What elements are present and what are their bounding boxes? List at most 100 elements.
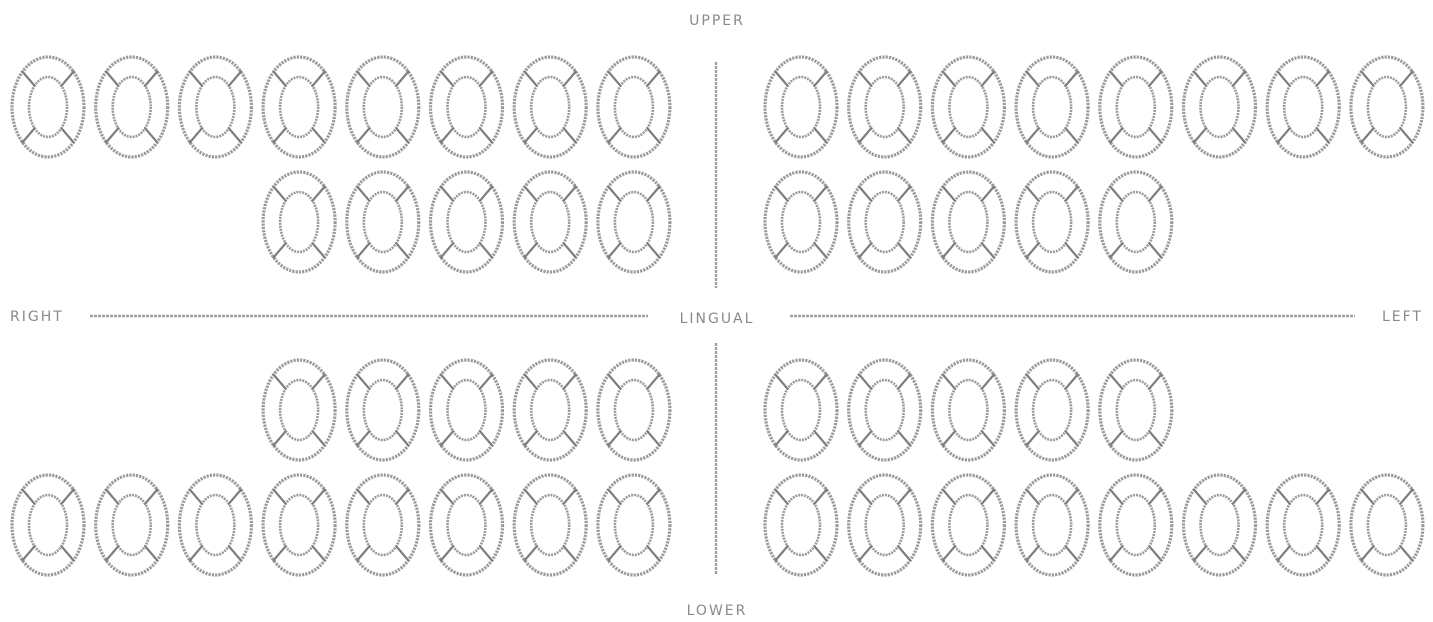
upper-right-row2-tooth-3[interactable] [428, 170, 505, 274]
tooth-outer-ring [1265, 473, 1341, 577]
lower-right-row2-tooth-3[interactable] [177, 473, 253, 577]
upper-right-row2-tooth-1[interactable] [261, 170, 337, 274]
lower-right-row2-tooth-5[interactable] [345, 473, 421, 577]
lower-left-row2-tooth-5[interactable] [1098, 473, 1174, 577]
upper-right-row1-tooth-3[interactable] [177, 55, 253, 159]
upper-right-row2-tooth-2[interactable] [345, 170, 421, 274]
upper-right-row1-tooth-2[interactable] [94, 55, 170, 159]
lower-right-row1-tooth-3[interactable] [428, 358, 505, 462]
tooth-surface-divider [272, 127, 287, 144]
tooth-outer-ring [596, 358, 672, 462]
upper-left-row2-tooth-2[interactable] [847, 170, 923, 274]
lower-right-row2-tooth-1[interactable] [10, 473, 86, 577]
tooth-occlusal-surface [529, 75, 571, 139]
lower-right-row1-tooth-4[interactable] [512, 358, 588, 462]
lower-right-row2-tooth-2[interactable] [94, 473, 170, 577]
lower-left-row1-tooth-4[interactable] [1014, 358, 1090, 462]
upper-left-row1-tooth-4[interactable] [1014, 55, 1090, 159]
tooth-surface-divider [896, 488, 912, 505]
lower-right-row1-tooth-5[interactable] [596, 358, 672, 462]
lower-left-row1-tooth-1[interactable] [763, 358, 839, 462]
upper-right-row1-tooth-7[interactable] [512, 55, 588, 159]
tooth-occlusal-surface [948, 190, 989, 254]
tooth-occlusal-surface [111, 75, 152, 139]
tooth-surface-divider [1025, 127, 1040, 144]
upper-left-row1-tooth-2[interactable] [847, 55, 923, 159]
lower-right-row2-tooth-4[interactable] [261, 473, 337, 577]
upper-left-row1-tooth-3[interactable] [930, 55, 1007, 159]
lower-left-row1-tooth-2[interactable] [847, 358, 923, 462]
tooth-surface-divider [646, 185, 661, 202]
tooth-surface-divider [1109, 373, 1124, 390]
lower-right-row2-tooth-7[interactable] [512, 473, 588, 577]
tooth-surface-divider [813, 545, 828, 562]
upper-right-row1-tooth-4[interactable] [261, 55, 337, 159]
tooth-occlusal-surface [780, 75, 822, 139]
upper-left-row1-tooth-5[interactable] [1098, 55, 1174, 159]
tooth-surface-divider [858, 127, 873, 144]
tooth-surface-divider [1231, 127, 1247, 144]
tooth-outer-ring [763, 170, 839, 274]
tooth-surface-divider [562, 242, 577, 259]
tooth-surface-divider [395, 70, 410, 87]
upper-left-row1-tooth-7[interactable] [1265, 55, 1341, 159]
tooth-occlusal-surface [111, 493, 152, 557]
upper-right-row2-tooth-4[interactable] [512, 170, 588, 274]
lower-left-row2-tooth-3[interactable] [930, 473, 1007, 577]
tooth-surface-divider [1064, 488, 1079, 505]
tooth-surface-divider [813, 430, 828, 447]
lower-left-row2-tooth-4[interactable] [1014, 473, 1090, 577]
tooth-surface-divider [813, 70, 828, 87]
tooth-surface-divider [607, 242, 622, 259]
tooth-outer-ring [428, 170, 505, 274]
tooth-outer-ring [1014, 358, 1090, 462]
right-label: RIGHT [10, 309, 64, 325]
tooth-occlusal-surface [780, 493, 822, 557]
upper-right-row1-tooth-1[interactable] [10, 55, 86, 159]
lower-right-row2-tooth-6[interactable] [428, 473, 505, 577]
tooth-occlusal-surface [362, 190, 404, 254]
tooth-surface-divider [60, 488, 75, 505]
upper-right-row1-tooth-8[interactable] [596, 55, 672, 159]
tooth-outer-ring [261, 55, 337, 159]
tooth-occlusal-surface [195, 493, 236, 557]
upper-left-row1-tooth-8[interactable] [1349, 55, 1425, 159]
tooth-outer-ring [512, 170, 588, 274]
upper-left-row1-tooth-6[interactable] [1181, 55, 1258, 159]
tooth-surface-divider [439, 185, 455, 202]
tooth-surface-divider [439, 488, 455, 505]
lower-right-row1-tooth-2[interactable] [345, 358, 421, 462]
tooth-surface-divider [1064, 242, 1079, 259]
lower-left-row1-tooth-5[interactable] [1098, 358, 1174, 462]
tooth-surface-divider [439, 127, 455, 144]
tooth-surface-divider [395, 373, 410, 390]
tooth-surface-divider [395, 430, 410, 447]
lower-left-row2-tooth-1[interactable] [763, 473, 839, 577]
tooth-surface-divider [478, 127, 494, 144]
upper-left-row2-tooth-4[interactable] [1014, 170, 1090, 274]
tooth-occlusal-surface [446, 75, 487, 139]
upper-left-row2-tooth-1[interactable] [763, 170, 839, 274]
tooth-surface-divider [1064, 373, 1079, 390]
tooth-outer-ring [428, 473, 505, 577]
lower-left-row2-tooth-2[interactable] [847, 473, 923, 577]
upper-left-row1-tooth-1[interactable] [763, 55, 839, 159]
lower-left-row2-tooth-7[interactable] [1265, 473, 1341, 577]
lower-right-row1-tooth-1[interactable] [261, 358, 337, 462]
upper-left-row2-tooth-5[interactable] [1098, 170, 1174, 274]
tooth-surface-divider [941, 242, 957, 259]
upper-right-row2-tooth-5[interactable] [596, 170, 672, 274]
lower-left-row1-tooth-3[interactable] [930, 358, 1007, 462]
tooth-surface-divider [356, 430, 371, 447]
tooth-outer-ring [512, 358, 588, 462]
tooth-occlusal-surface [362, 378, 404, 442]
tooth-occlusal-surface [948, 493, 989, 557]
upper-right-row1-tooth-5[interactable] [345, 55, 421, 159]
upper-right-row1-tooth-6[interactable] [428, 55, 505, 159]
lower-left-row2-tooth-6[interactable] [1181, 473, 1258, 577]
upper-left-row2-tooth-3[interactable] [930, 170, 1007, 274]
lower-left-row2-tooth-8[interactable] [1349, 473, 1425, 577]
lower-right-row2-tooth-8[interactable] [596, 473, 672, 577]
tooth-occlusal-surface [1031, 493, 1073, 557]
